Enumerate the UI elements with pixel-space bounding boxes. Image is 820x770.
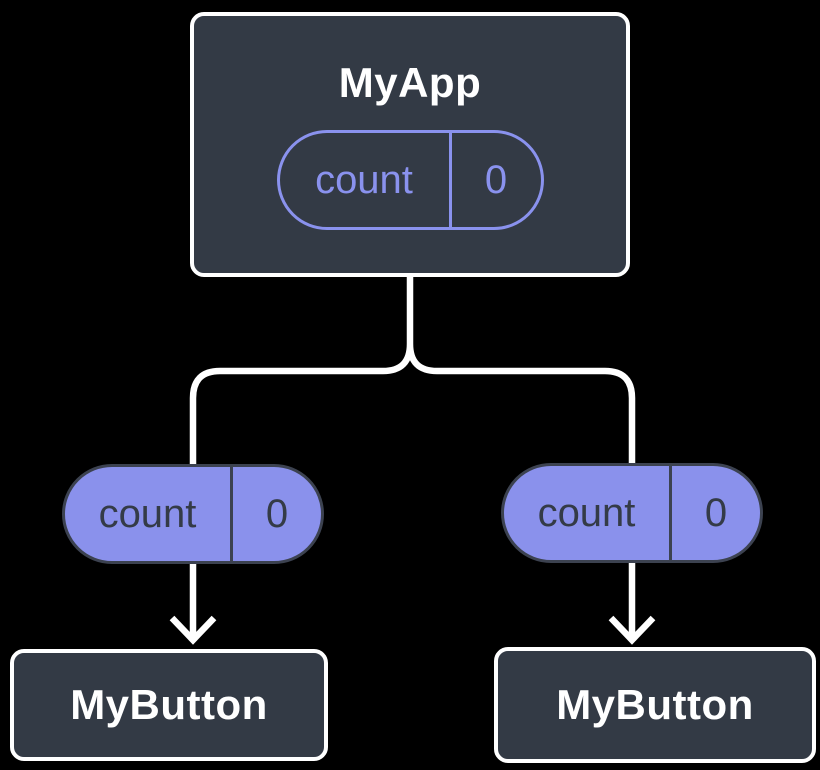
right-arrow-down-icon [608, 561, 656, 645]
mybutton-left-title: MyButton [70, 681, 268, 728]
left-prop-pill-name: count [98, 492, 197, 536]
left-arrow-down-icon [169, 561, 217, 645]
right-prop-pill: count 0 [501, 463, 763, 563]
myapp-node: MyApp count 0 [190, 12, 630, 277]
state-pill-name: count [315, 158, 413, 202]
left-prop-pill-value: 0 [265, 492, 289, 536]
right-prop-pill-name: count [537, 491, 636, 535]
mybutton-node-right: MyButton [494, 647, 816, 763]
mybutton-node-left: MyButton [10, 649, 328, 761]
pill-divider [669, 466, 672, 560]
mybutton-right-title: MyButton [556, 681, 754, 728]
right-prop-pill-value: 0 [704, 491, 728, 535]
pill-divider [448, 133, 452, 227]
root-state-pill: count 0 [276, 130, 544, 230]
branch-connector-line [189, 273, 636, 466]
state-pill-value: 0 [484, 158, 508, 202]
left-prop-pill: count 0 [62, 464, 324, 564]
myapp-node-title: MyApp [338, 59, 482, 106]
pill-divider [230, 467, 233, 561]
